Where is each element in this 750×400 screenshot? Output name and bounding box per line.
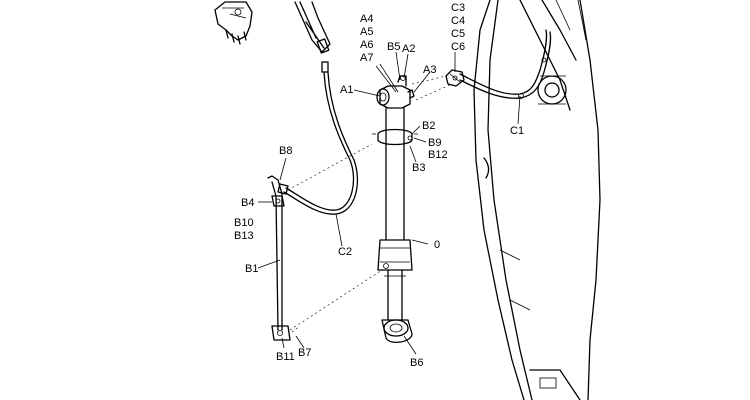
phantom-lines (287, 75, 453, 333)
label-B2: B2 (422, 120, 435, 132)
label-C3: C3 (451, 2, 465, 14)
label-0: 0 (434, 239, 440, 251)
label-B6: B6 (410, 357, 423, 369)
label-A4: A4 (360, 13, 373, 25)
part-labels: A4 A5 A6 A7 B5 A2 A3 A1 C3 C4 C5 C6 C1 B… (234, 2, 524, 369)
label-C1: C1 (510, 125, 524, 137)
label-B13: B13 (234, 230, 254, 242)
label-A1: A1 (340, 84, 353, 96)
label-A6: A6 (360, 39, 373, 51)
label-C5: C5 (451, 28, 465, 40)
label-B8: B8 (279, 145, 292, 157)
bucket-fragment (214, 1, 253, 45)
label-C2: C2 (338, 246, 352, 258)
label-C4: C4 (451, 15, 465, 27)
label-B12: B12 (428, 149, 448, 161)
hose-c2 (277, 61, 358, 215)
label-B11: B11 (276, 351, 295, 363)
pipe-b1 (267, 175, 291, 341)
label-A2: A2 (402, 43, 415, 55)
hose-c1 (459, 29, 552, 99)
label-B10: B10 (234, 217, 254, 229)
boom (473, 0, 601, 400)
label-B3: B3 (412, 162, 425, 174)
label-A5: A5 (360, 26, 373, 38)
label-B1: B1 (245, 263, 258, 275)
label-B5: B5 (387, 41, 400, 53)
label-B4: B4 (241, 197, 254, 209)
leader-lines (257, 51, 521, 355)
label-A3: A3 (423, 64, 436, 76)
cylinder (372, 75, 418, 344)
fitting-c3-c6 (445, 69, 465, 87)
label-B7: B7 (298, 347, 311, 359)
label-B9: B9 (428, 137, 441, 149)
label-C6: C6 (451, 41, 465, 53)
label-A7: A7 (360, 52, 373, 64)
arm-fragment (294, 1, 331, 54)
